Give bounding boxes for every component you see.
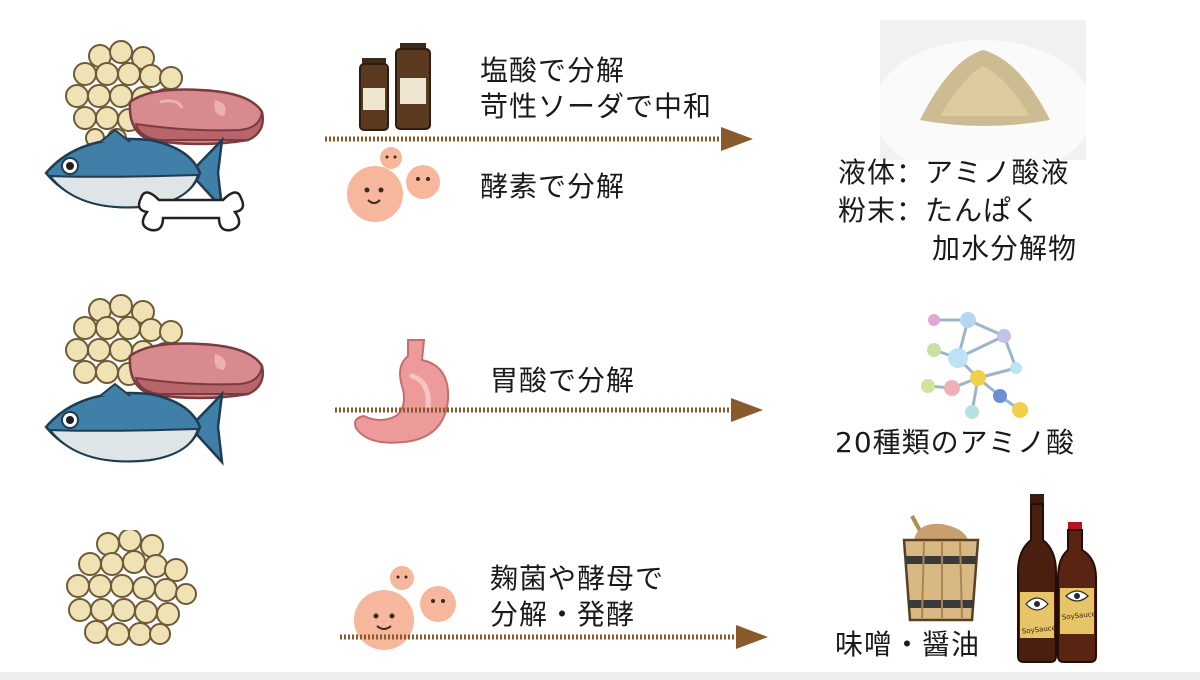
fish-icon	[44, 128, 224, 212]
result-powder-line2: 加水分解物	[932, 232, 1078, 265]
result-liquid: 液体：アミノ酸液	[838, 156, 1070, 189]
process-text-line2: 苛性ソーダで中和	[480, 90, 713, 123]
soybeans-icon	[66, 530, 197, 646]
arrow-icon	[335, 398, 763, 422]
powder-photo	[880, 20, 1086, 160]
bottles-icon	[359, 43, 431, 131]
arrow-icon	[325, 127, 753, 151]
stomach-icon	[354, 339, 450, 444]
result-powder-line1: 粉末：たんぱく	[838, 194, 1042, 227]
process-text-line1: 塩酸で分解	[480, 54, 626, 87]
result-text: 20種類のアミノ酸	[835, 426, 1076, 459]
process-text-line1: 麹菌や酵母で	[490, 562, 665, 595]
bottom-band	[0, 672, 1200, 680]
arrow-icon	[340, 625, 768, 649]
process-text-alt: 酵素で分解	[480, 170, 626, 203]
process-text-line2: 分解・発酵	[490, 598, 636, 631]
fish-icon	[44, 382, 224, 466]
soy-sauce-bottles-icon: SoySauce SoySauce	[1017, 494, 1097, 663]
miso-barrel-icon	[902, 515, 980, 622]
bottle-label: SoySauce	[1021, 624, 1056, 636]
microbe-icon	[347, 147, 440, 222]
bone-icon	[137, 191, 245, 232]
amino-acid-network-icon	[921, 312, 1028, 419]
meat-icon	[128, 342, 264, 400]
process-text: 胃酸で分解	[490, 364, 636, 397]
result-text: 味噌・醤油	[835, 628, 981, 661]
bottle-label: SoySauce	[1061, 610, 1096, 622]
